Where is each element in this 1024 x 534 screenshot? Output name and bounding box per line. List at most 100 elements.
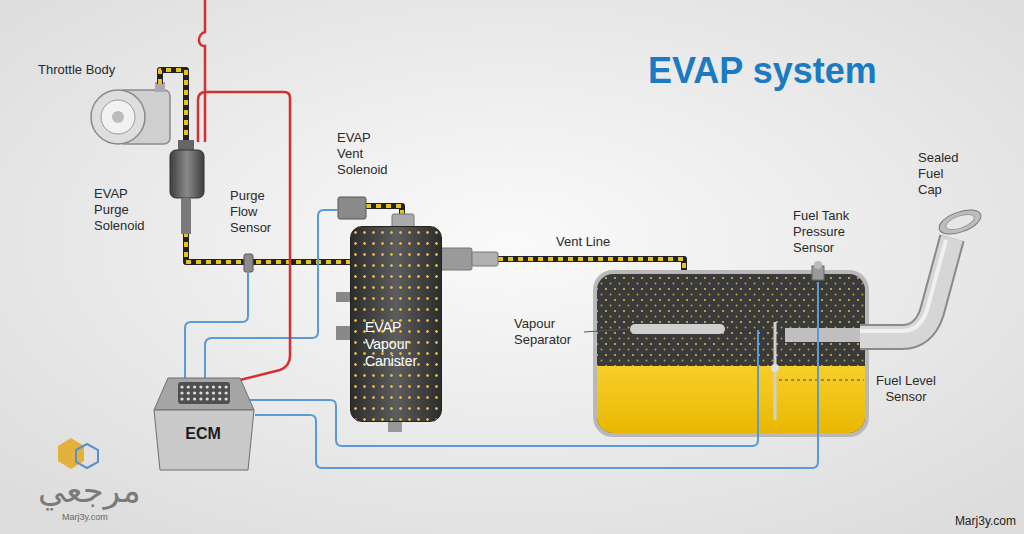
label-anchor: Sealed Fuel Cap [918,150,964,198]
ecm-front [154,410,254,470]
connector-pin [206,385,209,388]
fuel-tank [595,272,867,435]
connector-pin [212,391,215,394]
connector-pin [193,397,196,400]
connector-pin [225,391,228,394]
part-label: Sealed Fuel Cap [918,150,964,198]
watermark-logo [58,438,98,469]
throttle-body [91,90,145,144]
signal-wire [250,330,758,446]
part-label: Vapour Separator [514,316,580,348]
connector-pin [193,391,196,394]
part-label: EVAP Vent Solenoid [337,130,395,178]
throttle-body [112,111,124,123]
watermark: Marj3y.com [955,514,1016,528]
connector-pin [206,391,209,394]
vapour-separator [584,324,725,334]
canister-fittings [472,252,498,266]
ecm-top [154,378,254,410]
vapour-hose [160,70,186,152]
tank-contents [597,274,865,433]
purge-solenoid [170,150,204,198]
connector-pin [218,397,221,400]
label-anchor: مرجعي [38,470,141,510]
fuel-cap [936,205,984,239]
purge-flow-sensor [244,254,253,272]
vent-solenoid [338,197,366,219]
label-anchor: EVAP Purge Solenoid [94,186,156,234]
pressure-sensor [812,261,824,280]
connector-pin [180,397,183,400]
vapour-separator [584,329,628,332]
ecm-connector [178,382,230,404]
purge-solenoid [181,198,191,234]
connector-pin [193,385,196,388]
canister-fittings [440,248,472,270]
node-text: ECM [185,424,221,443]
vapour-hose [186,232,350,262]
label-anchor: Vapour Separator [514,316,580,348]
connector-pin [187,391,190,394]
purge-solenoid [170,140,204,234]
part-label: Purge Flow Sensor [230,188,280,236]
ecm-unit: ECM [148,372,258,472]
power-wire [199,0,205,142]
purge-flow-sensor [244,254,253,272]
diagram-title: EVAP system [648,50,877,92]
filler-neck [860,240,946,331]
label-anchor: Purge Flow Sensor [230,188,280,236]
filler-neck [860,238,952,337]
fuel-level-sensor [771,364,779,372]
label-anchor: EVAP Vent Solenoid [337,130,395,178]
power-wire [198,92,290,380]
vapour-canister: EVAP Vapour Canister [350,226,442,422]
throttle-body [91,82,170,144]
label-anchor: Marj3y.com [62,512,108,523]
part-label: Throttle Body [38,62,115,78]
connector-pin [212,397,215,400]
fuel-level-sensor [779,380,864,381]
fuel-tank [595,272,867,435]
ecm-housing [148,372,258,472]
fuel-level-sensor [785,328,865,342]
throttle-body [101,100,135,134]
node-text: EVAP Vapour Canister [365,319,427,370]
power-wire [198,0,290,380]
watermark-logo [76,444,98,468]
vapour-separator [630,324,725,334]
connector-pin [187,397,190,400]
part-label: Fuel Level Sensor [870,373,942,405]
connector-pin [199,391,202,394]
connector-pin [199,397,202,400]
connector-pin [187,385,190,388]
connector-pin [206,397,209,400]
fuel-cap [944,211,976,233]
connector-pin [180,385,183,388]
watermark: Marj3y.com [62,512,108,523]
signal-wire [255,282,818,468]
fuel-tank [595,272,867,436]
fuel-cap [936,205,984,239]
signal-wire [185,210,818,468]
connector-pin [225,385,228,388]
title-anchor: EVAP system [648,50,877,92]
label-anchor: Vent Line [556,234,610,250]
connector-pin [180,391,183,394]
label-anchor: Throttle Body [38,62,115,78]
pressure-sensor [814,261,822,269]
connector-pin [225,397,228,400]
watermark: مرجعي [38,470,141,510]
signal-wire [185,271,248,380]
tank-contents [597,366,865,433]
label-anchor: Fuel Tank Pressure Sensor [793,208,859,256]
part-label: Fuel Tank Pressure Sensor [793,208,859,256]
vent-solenoid [338,197,366,219]
vapour-hose [160,70,186,152]
canister-fittings [336,214,498,432]
tank-contents [597,274,865,366]
label-anchor: Fuel Level Sensor [870,373,942,405]
label-anchor: Marj3y.com [955,514,1016,528]
filler-neck [860,238,952,337]
connector-pin [212,385,215,388]
